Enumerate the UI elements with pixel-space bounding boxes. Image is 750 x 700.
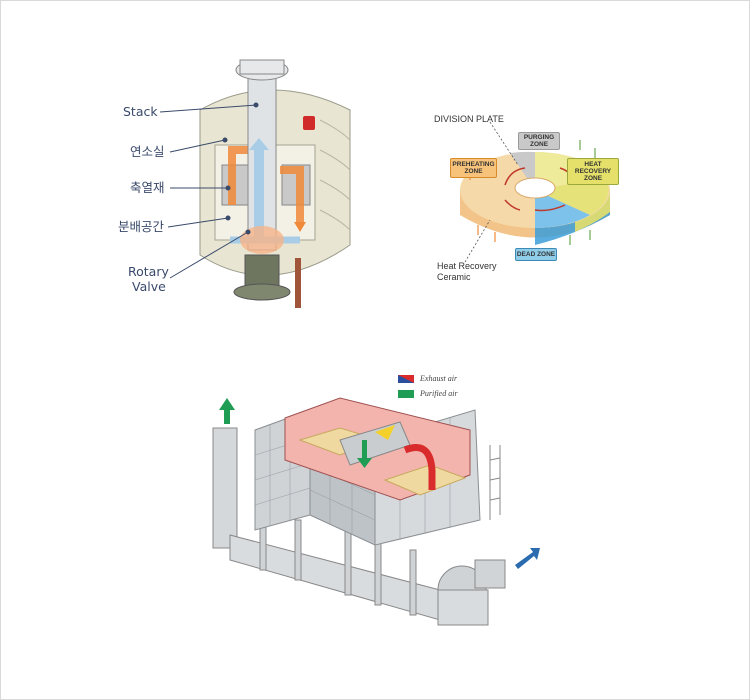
- flow-arrow-blue-shaft: [254, 148, 264, 243]
- fan-base: [437, 589, 489, 626]
- label-stack: Stack: [123, 104, 158, 119]
- arrowhead-orange: [294, 222, 306, 232]
- red-duct: [403, 444, 436, 490]
- side-ladder: [489, 445, 501, 520]
- legend-swatch-purified: [398, 390, 414, 398]
- rotor-leaders: [464, 121, 519, 263]
- ceramic-bed-right: [383, 464, 467, 496]
- rto-shell-ribs: [319, 119, 351, 231]
- burner-flame: [375, 425, 395, 440]
- stack-top: [239, 59, 285, 75]
- rotary-valve-base: [233, 283, 291, 301]
- label-combustion-chamber: 연소실: [130, 144, 165, 159]
- badge-preheating-zone: PREHEATING ZONE: [450, 158, 497, 178]
- legend-exhaust-air: Exhaust air: [420, 374, 458, 383]
- stack-arrowhead: [219, 398, 235, 410]
- label-valve: Valve: [132, 279, 166, 294]
- label-rotary: Rotary: [128, 264, 169, 279]
- leader-lines: [159, 102, 259, 279]
- legend-purified-air: Purified air: [420, 389, 458, 398]
- badge-purging-zone: PURGING ZONE: [518, 132, 560, 150]
- burner-glow: [240, 226, 284, 254]
- inner-green-arrow: [362, 440, 367, 460]
- arrowhead-blue: [249, 138, 269, 150]
- support-legs: [259, 509, 417, 616]
- label-division-plate: DIVISION PLATE: [434, 114, 504, 124]
- inner-green-arrowhead: [357, 458, 372, 468]
- upflow-arrows: [569, 140, 596, 245]
- label-heat-storage: 축열재: [130, 180, 165, 195]
- exhaust-stack: [212, 427, 238, 549]
- sector-dead: [535, 190, 590, 228]
- flow-arrow-orange-right: [280, 166, 304, 225]
- red-beacon: [303, 116, 315, 130]
- badge-dead-zone: DEAD ZONE: [515, 248, 557, 261]
- badge-heat-recovery-zone: HEAT RECOVERY ZONE: [567, 158, 619, 185]
- stack-arrow-shaft: [224, 408, 230, 424]
- label-distribution-space: 분배공간: [118, 219, 165, 234]
- fan-inlet: [474, 559, 506, 589]
- label-ceramic-line2: Ceramic: [437, 272, 471, 282]
- support-pipe: [295, 258, 301, 308]
- legend-swatch-exhaust-red: [398, 375, 414, 383]
- label-ceramic-line1: Heat Recovery: [437, 261, 497, 271]
- rotor-hub: [514, 177, 556, 199]
- inlet-arrow-blue: [515, 548, 540, 569]
